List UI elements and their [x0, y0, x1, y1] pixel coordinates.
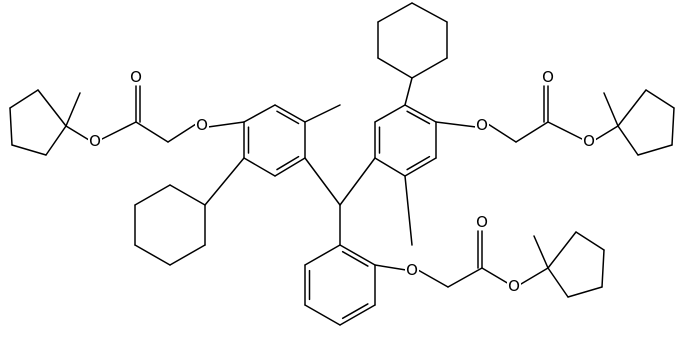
atom-o-ester-bottom-label: O	[508, 277, 520, 295]
atom-o-ether-bottom: O	[405, 261, 419, 279]
left-methyl	[304, 104, 341, 123]
right-cyclopentyl-ring-bond	[617, 89, 647, 127]
bond-network	[9, 2, 675, 326]
bottom-aromatic-ring-double	[341, 250, 369, 267]
left-cyclohexyl-ring-bond	[169, 184, 206, 206]
left-cyclopentyl-methyl	[65, 92, 81, 127]
right-ester-c-o	[547, 121, 585, 141]
left-cyclopentyl-ring-bond	[37, 89, 67, 127]
left-ester-c-o	[99, 121, 137, 141]
left-ester-o-c	[65, 125, 90, 141]
atom-o-ether-right-label: O	[476, 116, 488, 134]
atom-o-ester-left-label: O	[89, 132, 101, 150]
left-cyclopentyl-ring-bond	[9, 89, 39, 109]
right-aromatic-ring-bond	[404, 157, 437, 177]
left-cyclopentyl-ring-bond	[11, 144, 47, 156]
left-cyclohexyl-ring-bond	[134, 244, 171, 266]
atom-o-ester-left: O	[88, 132, 102, 150]
right-cyclohexyl-ring-bond	[411, 57, 448, 79]
atom-o-ether-bottom-label: O	[406, 261, 418, 279]
atom-labels: O O O O O O O O	[88, 68, 596, 295]
left-cyclopentyl-ring-bond	[9, 107, 13, 146]
bottom-ether-bond-2	[417, 269, 449, 288]
atom-o-carbonyl-right-label: O	[542, 68, 554, 86]
right-cyclohexyl-ring-bond	[411, 2, 448, 23]
left-cyclohexyl-link	[204, 157, 245, 206]
right-aromatic-ring-double	[406, 110, 431, 125]
left-ch2-carbonyl	[135, 121, 169, 143]
bottom-aromatic-ring-double	[341, 303, 369, 320]
bottom-aromatic-ring-bond	[339, 304, 376, 326]
left-aromatic-ring-bond	[274, 157, 306, 177]
atom-o-ether-left: O	[195, 116, 209, 134]
bottom-ether-bond-1	[374, 264, 407, 271]
atom-o-carbonyl-bottom-label: O	[476, 213, 488, 231]
bottom-aromatic-ring-bond	[304, 304, 341, 326]
atom-o-ester-right: O	[582, 132, 596, 150]
methine-to-right-ring	[339, 157, 376, 206]
left-aromatic-ring-bond	[243, 104, 276, 123]
left-aromatic-ring-double	[276, 155, 300, 171]
bottom-aromatic-ring-bond	[304, 244, 341, 266]
bottom-ch2-carbonyl	[447, 267, 483, 288]
right-methyl	[404, 175, 413, 246]
right-ether-bond-1	[435, 121, 477, 128]
right-aromatic-ring-bond	[404, 104, 437, 123]
right-cyclopentyl-ring-bond	[645, 89, 675, 109]
right-cyclohexyl-ring-bond	[377, 2, 413, 23]
left-ether-bond-2	[167, 123, 197, 143]
methine-to-left-ring	[304, 157, 341, 206]
left-aromatic-ring-double	[276, 110, 300, 125]
bottom-cyclopentyl-ring-bond	[567, 286, 603, 298]
left-aromatic-ring-bond	[243, 157, 276, 177]
atom-o-ester-bottom: O	[507, 277, 521, 295]
bottom-ester-c-o	[481, 267, 510, 285]
right-aromatic-ring-bond	[374, 104, 406, 123]
bottom-cyclopentyl-methyl	[533, 235, 549, 269]
bottom-ester-o-c	[520, 267, 549, 285]
right-cyclopentyl-ring-bond	[637, 144, 673, 156]
bottom-aromatic-ring-bond	[339, 244, 376, 266]
atom-o-carbonyl-left: O	[129, 68, 143, 86]
atom-o-carbonyl-left-label: O	[130, 68, 142, 86]
atom-o-ether-left-label: O	[196, 116, 208, 134]
right-cyclohexyl-ring-bond	[377, 57, 413, 79]
left-cyclopentyl-ring-bond	[45, 125, 67, 156]
right-cyclopentyl-ring-bond	[617, 125, 639, 156]
right-aromatic-ring-bond	[374, 157, 406, 177]
bottom-cyclopentyl-ring-bond	[547, 231, 577, 269]
atom-o-ester-right-label: O	[583, 132, 595, 150]
bottom-cyclopentyl-ring-bond	[547, 267, 569, 298]
left-cyclohexyl-ring-bond	[169, 244, 206, 266]
right-cyclohexyl-link	[404, 77, 413, 106]
atom-o-carbonyl-bottom: O	[475, 213, 489, 231]
right-cyclopentyl-ring-bond	[671, 107, 675, 146]
atom-o-carbonyl-right: O	[541, 68, 555, 86]
left-ether-bond-1	[207, 121, 245, 128]
bottom-cyclopentyl-ring-bond	[575, 231, 605, 251]
right-ether-bond-2	[487, 123, 517, 143]
left-cyclohexyl-ring-bond	[134, 184, 171, 206]
right-cyclopentyl-methyl	[603, 92, 619, 127]
right-aromatic-ring-double	[406, 155, 431, 171]
right-ch2-carbonyl	[515, 121, 549, 143]
atom-o-ether-right: O	[475, 116, 489, 134]
right-ester-o-c	[594, 125, 619, 141]
bottom-cyclopentyl-ring-bond	[601, 249, 605, 288]
left-aromatic-ring-bond	[274, 104, 306, 123]
